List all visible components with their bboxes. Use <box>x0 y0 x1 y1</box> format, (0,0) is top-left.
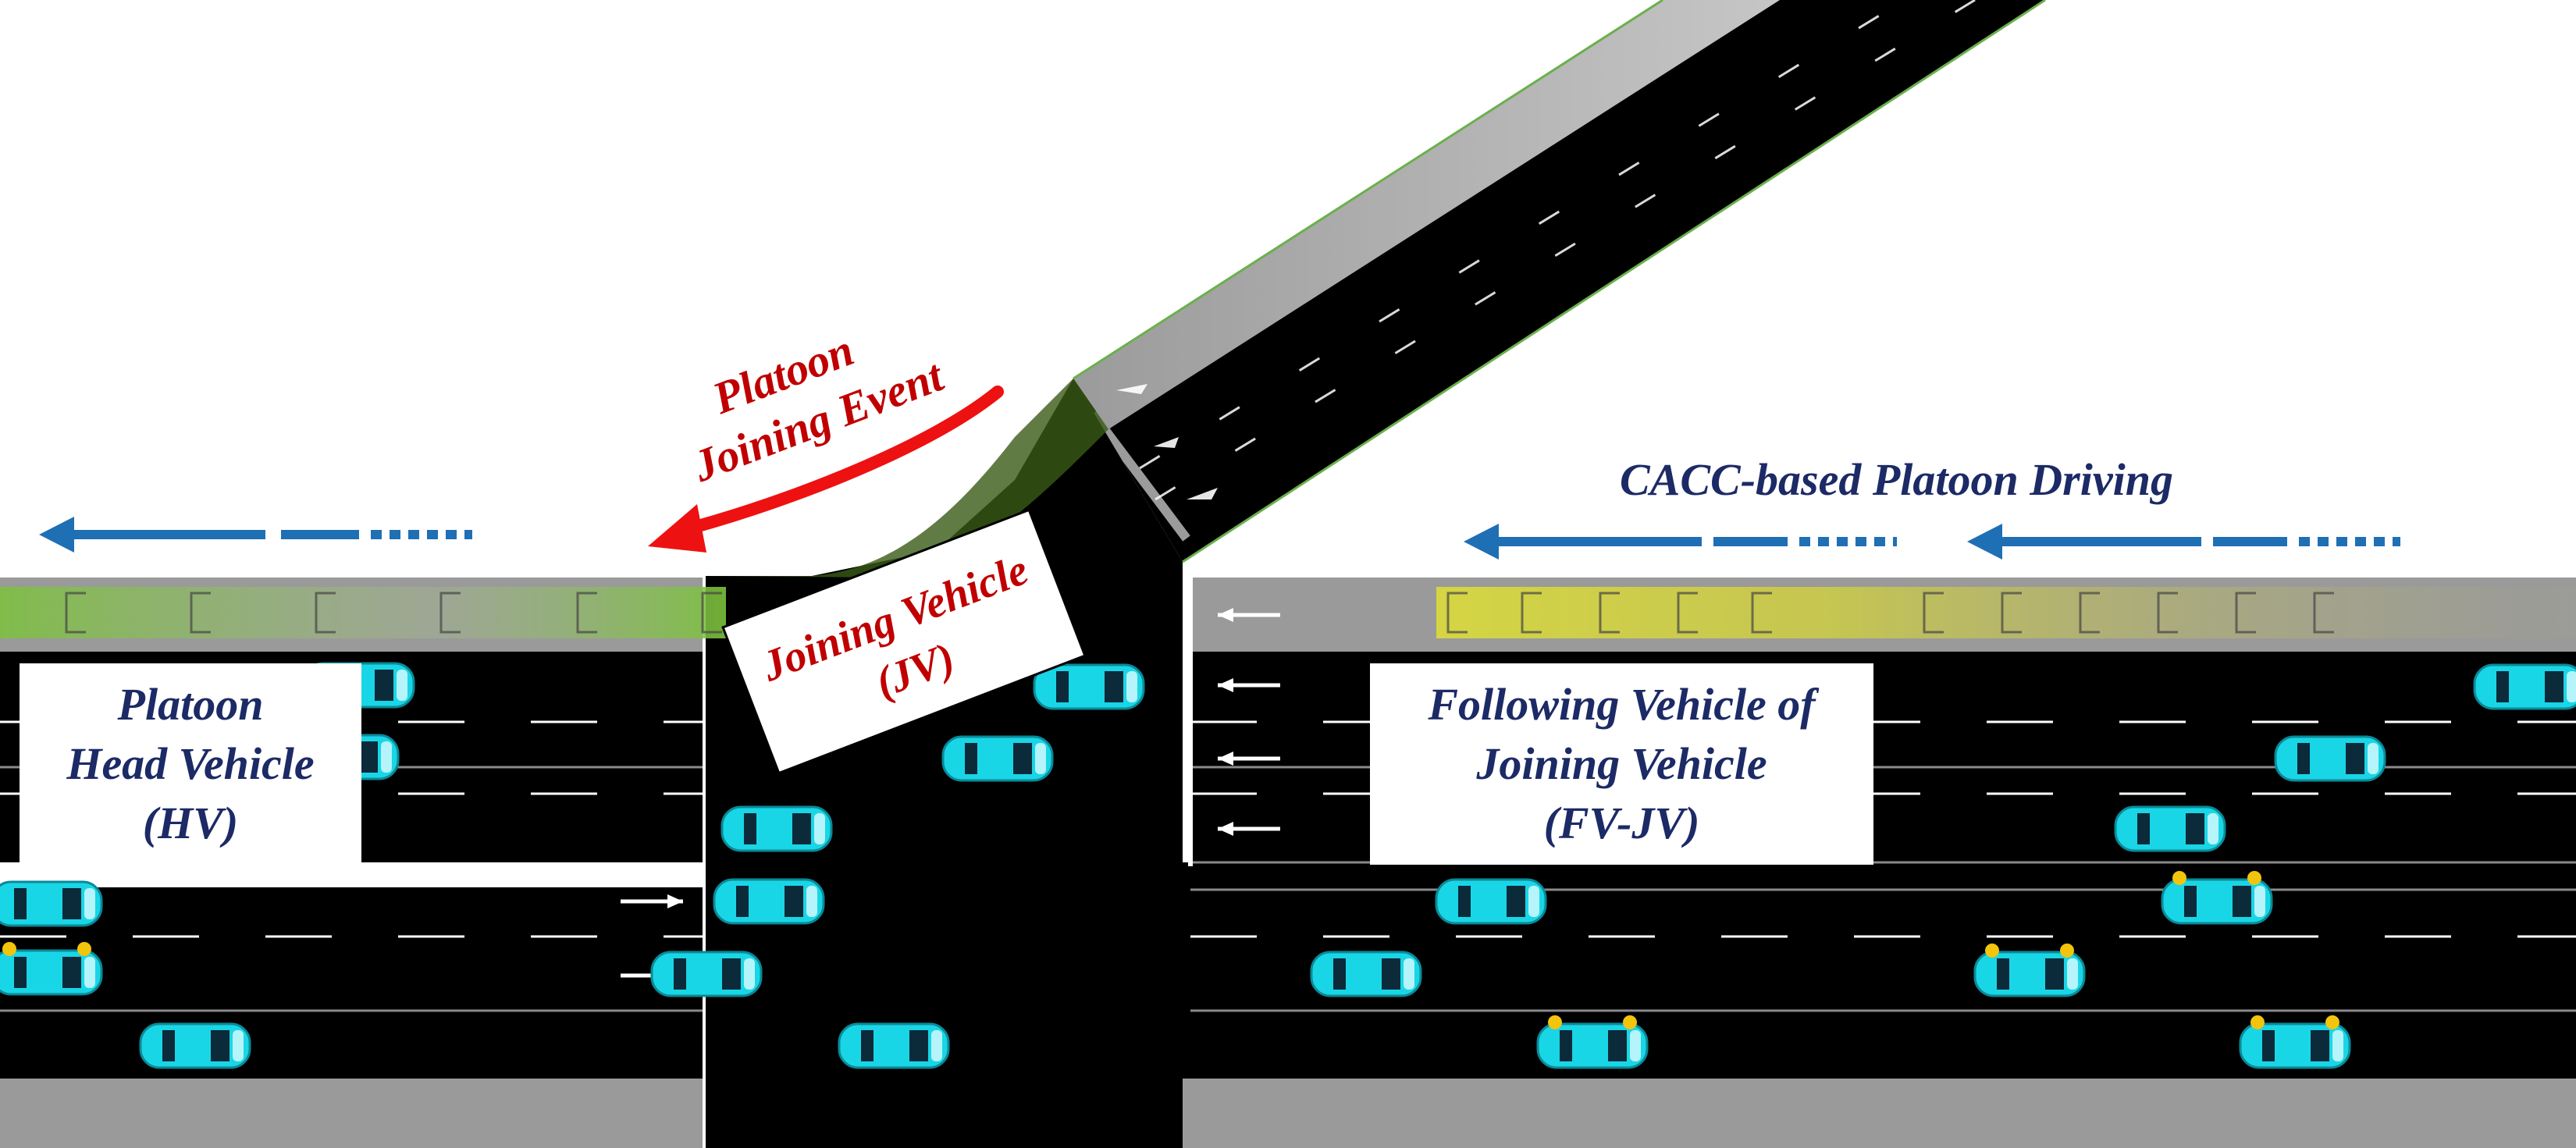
joining-event-label: Platoon Joining Event <box>685 324 951 492</box>
platoon-trail-yellow <box>1436 587 2576 638</box>
vehicle <box>650 951 763 997</box>
platoon-trail-green <box>0 587 726 638</box>
fv-label-line3: (FV-JV) <box>1543 798 1700 848</box>
vehicle <box>1538 1015 1647 1068</box>
vehicle <box>1310 951 1422 997</box>
jv-callout: Joining Vehicle (JV) <box>721 508 1087 775</box>
vehicle <box>720 805 833 852</box>
fv-label-line1: Following Vehicle of <box>1428 679 1816 730</box>
vehicle <box>713 878 825 925</box>
on-ramp <box>1073 0 2046 563</box>
vehicle <box>838 1022 950 1069</box>
vehicle <box>2114 805 2226 852</box>
vehicle <box>2162 871 2272 923</box>
joining-event-arrow <box>648 386 1004 553</box>
fv-jv-callout: Following Vehicle of Joining Vehicle (FV… <box>1370 663 1873 865</box>
right-direction-arrow <box>1967 524 2400 560</box>
cacc-title: CACC-based Platoon Driving <box>1620 454 2173 505</box>
vehicle <box>2473 663 2576 710</box>
vehicle <box>1975 944 2084 996</box>
direction-arrows <box>39 517 2400 560</box>
hv-label-line3: (HV) <box>142 798 239 848</box>
hv-callout: Platoon Head Vehicle (HV) <box>20 663 361 865</box>
vehicle <box>941 735 1054 782</box>
fv-label-line2: Joining Vehicle <box>1476 738 1767 789</box>
vehicle <box>2274 735 2386 782</box>
vehicle <box>139 1022 251 1069</box>
vehicle <box>1435 878 1547 925</box>
middle-direction-arrow <box>1464 524 1897 560</box>
vehicle <box>0 880 103 927</box>
hv-label-line1: Platoon <box>117 679 264 730</box>
vehicle <box>2240 1015 2350 1068</box>
vehicle <box>1033 663 1145 710</box>
left-direction-arrow <box>39 517 472 553</box>
vehicle <box>0 942 101 994</box>
hv-label-line2: Head Vehicle <box>66 738 315 789</box>
